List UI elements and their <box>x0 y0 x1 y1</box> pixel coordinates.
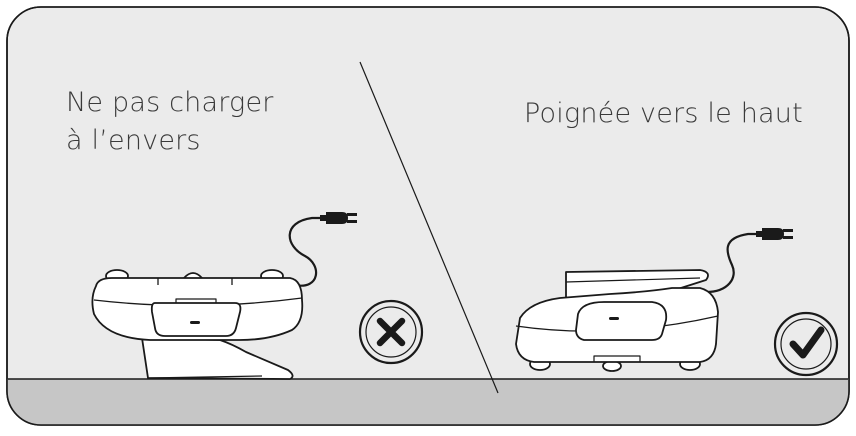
caption-left-line1: Ne pas charger <box>66 84 274 122</box>
floor <box>0 379 856 432</box>
background-panel <box>7 7 849 425</box>
caption-handle-up: Poignée vers le haut <box>524 95 803 133</box>
caption-upside-down-warning: Ne pas charger à l’envers <box>66 84 274 160</box>
caption-left-line2: à l’envers <box>66 122 274 160</box>
